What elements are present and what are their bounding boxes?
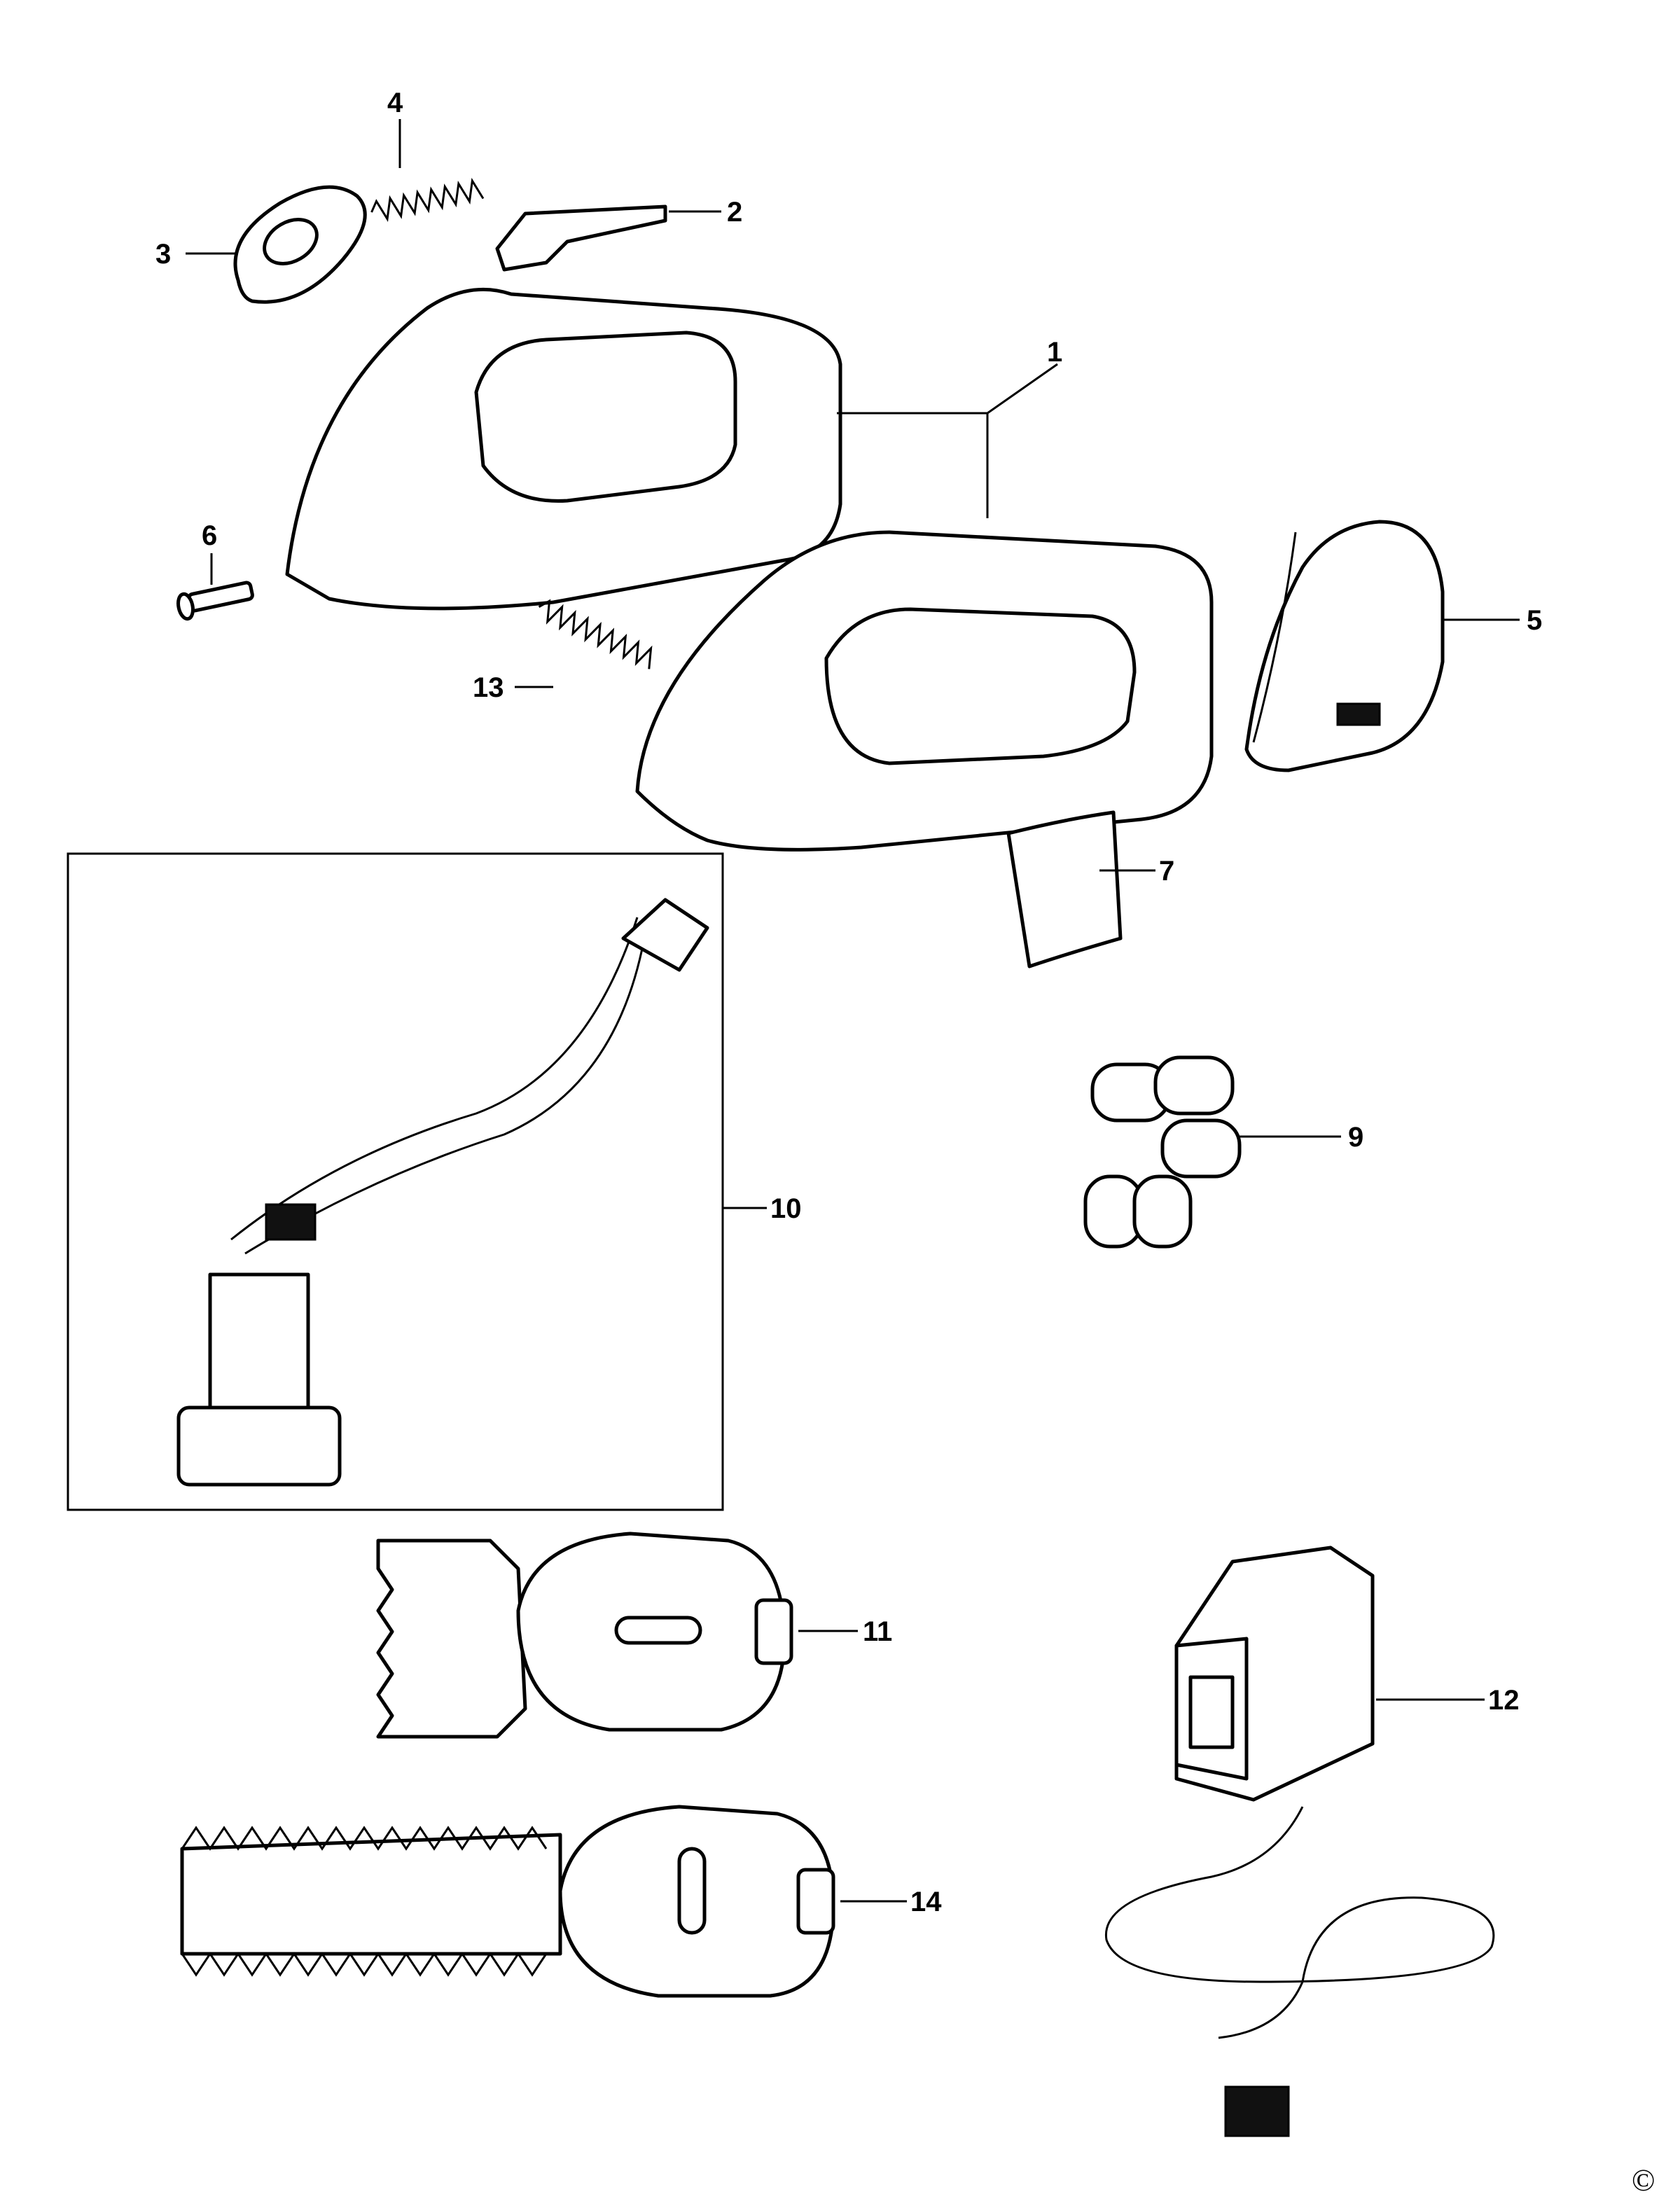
part-12-charger: 12 xyxy=(1104,1546,1520,2137)
part-11-shear-blade: 11 xyxy=(376,1532,892,1739)
part-6-pin: 6 xyxy=(176,520,254,621)
part-label-3: 3 xyxy=(155,239,171,270)
part-label-9: 9 xyxy=(1348,1122,1363,1153)
part-13-spring: 13 xyxy=(473,599,653,703)
part-label-11: 11 xyxy=(863,1616,892,1647)
part-label-2: 2 xyxy=(727,197,742,228)
part-1-housing-set: 1 xyxy=(285,287,1214,852)
part-5-end-cap: 5 xyxy=(1244,520,1542,772)
part-label-7: 7 xyxy=(1159,856,1174,887)
part-3-switch-button: 3 xyxy=(155,185,367,304)
part-label-10: 10 xyxy=(770,1193,802,1224)
part-2-switch-actuator: 2 xyxy=(495,197,742,272)
part-9-battery-pack: 9 xyxy=(1083,1055,1363,1249)
part-label-6: 6 xyxy=(202,520,217,551)
part-label-14: 14 xyxy=(910,1887,942,1917)
copyright-mark: © xyxy=(1632,2163,1655,2197)
part-label-12: 12 xyxy=(1488,1685,1520,1716)
part-label-5: 5 xyxy=(1527,605,1542,636)
part-10-motor-assembly: 10 xyxy=(67,852,802,1511)
part-label-1: 1 xyxy=(1047,337,1062,368)
part-7-label: 7 xyxy=(1006,810,1174,968)
part-label-13: 13 xyxy=(473,672,504,703)
part-14-shrub-blade: 14 xyxy=(180,1805,942,1998)
part-4-spring: 4 xyxy=(370,88,485,222)
part-label-4: 4 xyxy=(387,88,403,118)
